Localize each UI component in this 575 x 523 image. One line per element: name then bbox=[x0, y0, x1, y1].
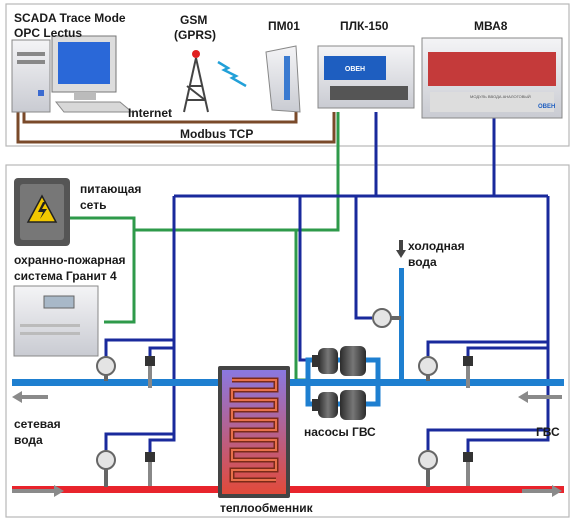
fire-alarm-panel bbox=[13, 285, 99, 357]
antenna-icon bbox=[183, 50, 209, 113]
temperature-sensor bbox=[463, 356, 473, 388]
mva-caption: МОДУЛЬ ВВОДА АНАЛОГОВЫЙ bbox=[470, 94, 531, 99]
pumps-label: насосы ГВС bbox=[304, 425, 376, 439]
pressure-gauge bbox=[96, 450, 116, 487]
plc-badge: ОВЕН bbox=[345, 66, 365, 73]
pressure-gauge bbox=[372, 308, 401, 328]
power-label-2: сеть bbox=[80, 198, 106, 212]
pressure-gauge bbox=[96, 356, 116, 381]
gsm-label: GSM bbox=[180, 13, 207, 27]
heat-exchanger bbox=[218, 366, 290, 498]
network-water-label-2: вода bbox=[14, 433, 43, 447]
network-water-label-1: сетевая bbox=[14, 417, 61, 431]
scada-label: SCADA Trace Mode bbox=[14, 11, 126, 25]
cold-water-label-1: холодная bbox=[408, 239, 465, 253]
mva8-label: МВА8 bbox=[474, 19, 508, 33]
cold-water-pipe bbox=[399, 268, 404, 383]
computer-icon bbox=[11, 35, 134, 113]
plc150-label: ПЛК-150 bbox=[340, 19, 389, 33]
pm01-modem bbox=[265, 45, 301, 113]
mva8-module: ОВЕН МОДУЛЬ ВВОДА АНАЛОГОВЫЙ bbox=[421, 37, 563, 119]
exchanger-label: теплообменник bbox=[220, 501, 314, 515]
pm01-label: ПМ01 bbox=[268, 19, 300, 33]
power-box bbox=[14, 178, 70, 246]
top-frame bbox=[5, 3, 570, 147]
bottom-frame bbox=[5, 164, 570, 518]
modbus-label: Modbus TCP bbox=[180, 127, 253, 141]
gprs-label: (GPRS) bbox=[174, 28, 216, 42]
fire-label-1: охранно-пожарная bbox=[14, 253, 126, 267]
cold-water-label-2: вода bbox=[408, 255, 437, 269]
hws-label: ГВС bbox=[536, 425, 560, 439]
pressure-gauge bbox=[418, 450, 438, 487]
temperature-sensor bbox=[463, 452, 473, 486]
temperature-sensor bbox=[145, 452, 155, 486]
internet-cable bbox=[22, 108, 298, 124]
power-label-1: питающая bbox=[80, 182, 141, 196]
cold-water-arrow bbox=[396, 240, 406, 258]
temperature-sensor bbox=[145, 356, 155, 388]
pump-upper bbox=[312, 346, 366, 376]
opc-label: OPC Lectus bbox=[14, 26, 82, 40]
flow-arrows bbox=[12, 391, 562, 497]
pump-lower bbox=[312, 390, 366, 420]
mva-badge: ОВЕН bbox=[538, 104, 555, 110]
modbus-cable bbox=[16, 108, 336, 144]
signal-zigzag bbox=[217, 60, 247, 88]
plc150-controller: ОВЕН bbox=[317, 45, 415, 109]
navy-wiring bbox=[104, 112, 550, 456]
pressure-gauge bbox=[418, 356, 438, 381]
internet-label: Internet bbox=[128, 106, 172, 120]
high-voltage-icon bbox=[26, 194, 58, 223]
fire-label-2: система Гранит 4 bbox=[14, 269, 117, 283]
